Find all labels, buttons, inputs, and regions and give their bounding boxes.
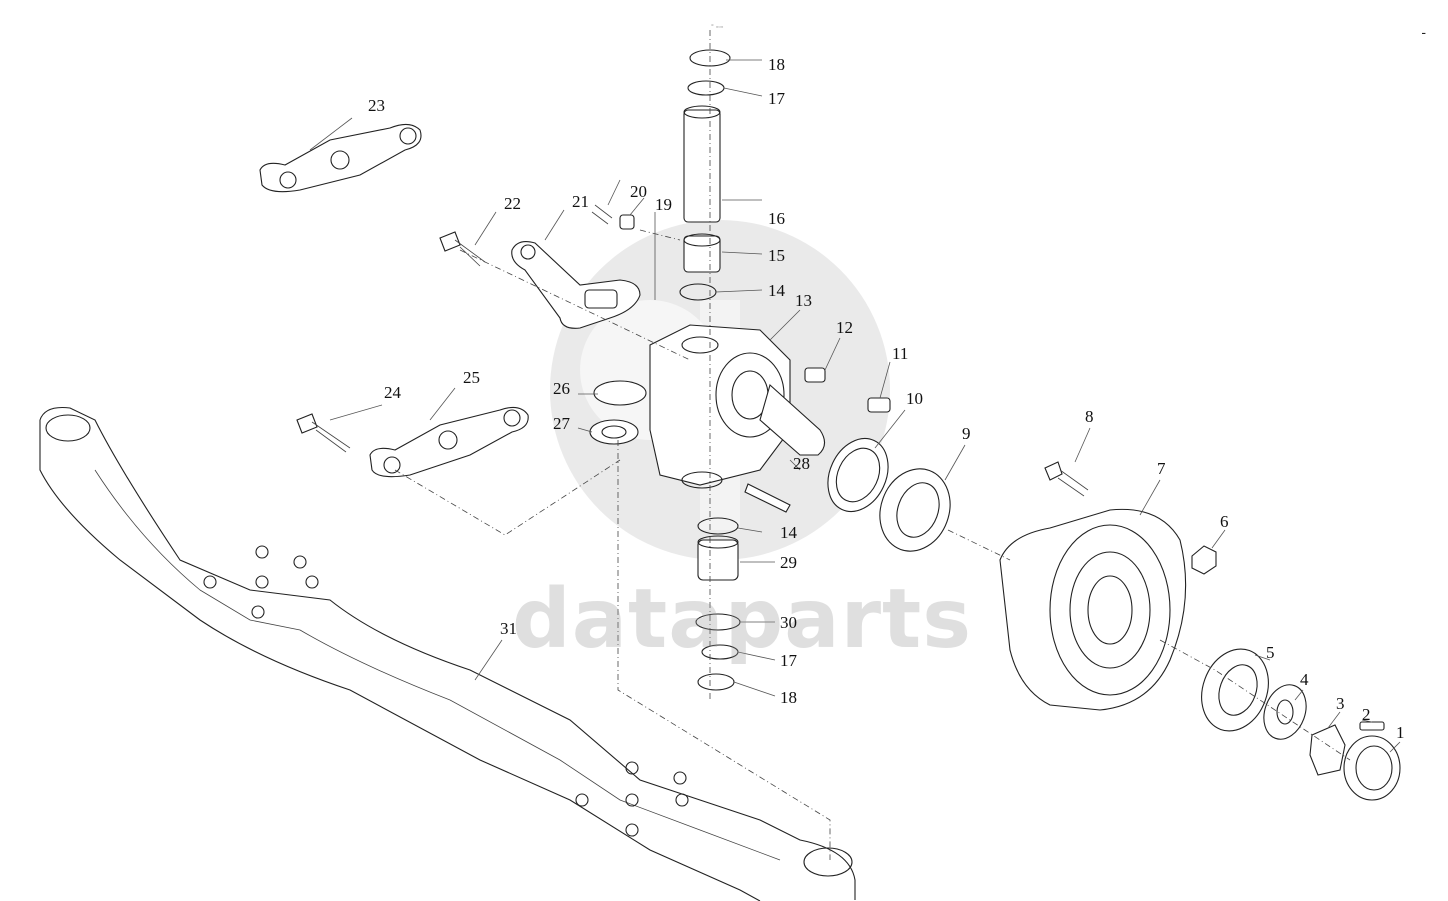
hub-fasteners [1044,461,1217,575]
part-label-14-upper: 14 [768,281,785,300]
part-label-29: 29 [780,553,797,572]
tie-rod-arm [511,241,641,329]
part-label-16: 16 [768,209,785,228]
part-label-17-lower: 17 [780,651,797,670]
part-label-31: 31 [500,619,517,638]
hub-end-parts [1201,648,1401,801]
corner-mark: - [1421,24,1426,40]
header-mark: ° ▫▫▫ [711,24,724,31]
part-label-5: 5 [1266,643,1275,662]
part-label-3: 3 [1336,694,1345,713]
part-label-20: 20 [630,182,647,201]
part-label-13: 13 [795,291,812,310]
part-label-19: 19 [655,195,672,214]
part-label-10: 10 [906,389,923,408]
part-label-11: 11 [892,344,909,363]
part-label-7: 7 [1157,459,1166,478]
part-label-15: 15 [768,246,785,265]
part-label-6: 6 [1220,512,1229,531]
part-label-14-lower: 14 [780,523,797,542]
part-label-18-lower: 18 [780,688,797,707]
wheel-hub [999,508,1187,711]
bolt-28 [744,483,791,513]
part-label-17-upper: 17 [768,89,785,108]
knuckle-bolts [804,367,891,413]
leader-lines [309,59,1401,753]
steering-knuckle [649,324,826,489]
part-label-8: 8 [1085,407,1094,426]
part-label-24: 24 [384,383,401,402]
part-label-22: 22 [504,194,521,213]
part-label-4: 4 [1300,670,1309,689]
part-label-30: 30 [780,613,797,632]
part-label-12: 12 [836,318,853,337]
assembly-centerlines [394,30,1351,860]
part-label-25: 25 [463,368,480,387]
part-label-18-upper: 18 [768,55,785,74]
part-label-1: 1 [1396,723,1405,742]
seal-and-bearing [827,438,951,552]
bolts-left [296,204,635,453]
part-label-27: 27 [553,414,570,433]
watermark-text: dataparts [512,572,973,667]
steering-arm-lower [369,406,529,478]
axle-beam [39,406,856,901]
part-label-9: 9 [962,424,971,443]
part-label-28: 28 [793,454,810,473]
part-label-2: 2 [1362,705,1371,724]
king-pin-stack [679,49,731,301]
steering-arm-upper [259,123,422,193]
part-label-26: 26 [553,379,570,398]
part-label-23: 23 [368,96,385,115]
washer-bearing [589,380,647,445]
part-label-21: 21 [572,192,589,211]
